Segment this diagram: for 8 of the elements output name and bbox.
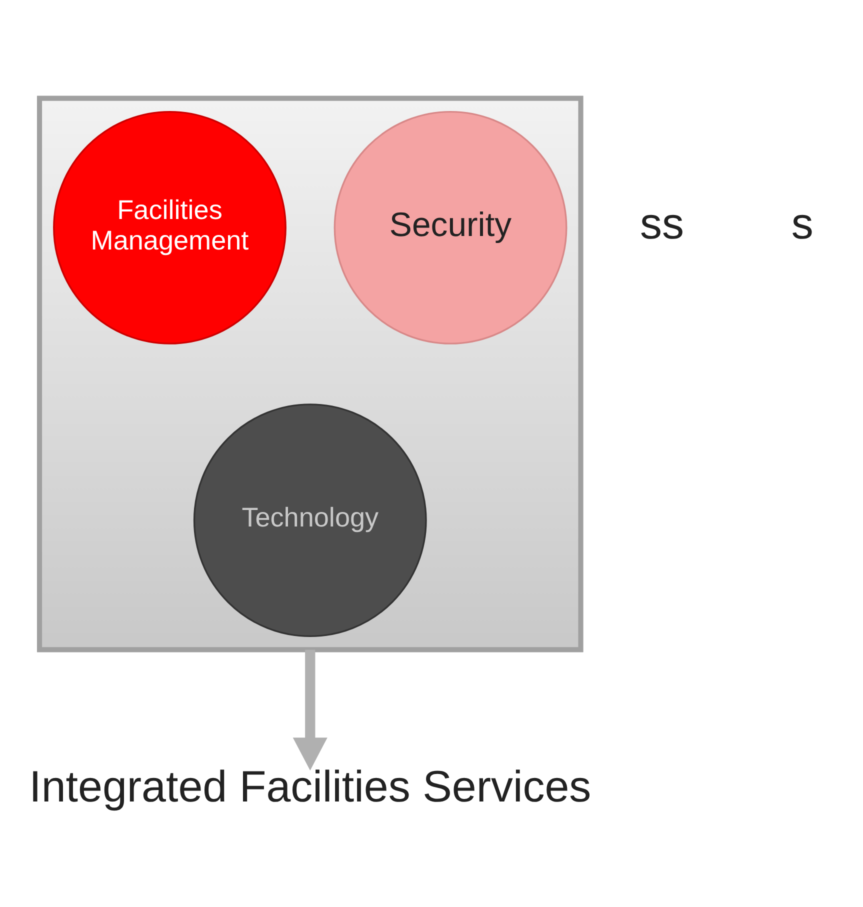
node-circle: Facilities Management xyxy=(53,110,286,344)
label: ss xyxy=(640,199,684,248)
label: s xyxy=(791,199,814,248)
cluster xyxy=(36,96,584,652)
arrow xyxy=(292,650,328,770)
node-circle: Technology xyxy=(193,404,427,638)
node-circle: Security xyxy=(334,110,568,344)
node-text: Integrated Facilities Services xyxy=(29,762,592,812)
